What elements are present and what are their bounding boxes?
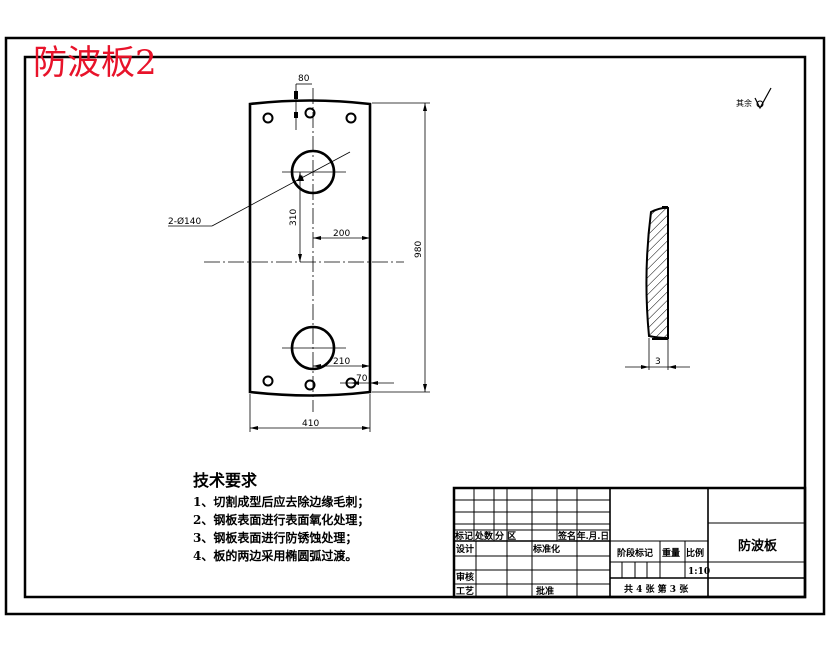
bolt-hole xyxy=(345,112,357,124)
dim-200-arrow-right-icon xyxy=(362,236,370,240)
inner-border xyxy=(23,55,807,599)
requirement-item: 1、切割成型后应去除边缘毛刺； xyxy=(193,494,369,509)
title-block xyxy=(452,486,807,599)
tb-approve: 批准 xyxy=(536,585,554,597)
dim-3-arrow-left-icon xyxy=(641,365,649,369)
hole-leader-line xyxy=(211,151,351,227)
tb-stage-mark: 阶段标记 xyxy=(617,547,653,559)
side-section-hatch xyxy=(645,206,669,340)
dim-80-arrow-block xyxy=(294,91,298,99)
title-block-frame xyxy=(452,486,807,599)
requirement-item: 4、板的两边采用椭圆弧过渡。 xyxy=(193,548,357,563)
plate-side-view: 3 xyxy=(625,206,690,370)
dim-210-arrow-right-icon xyxy=(362,364,370,368)
dim-310-label: 310 xyxy=(289,209,299,226)
roughness-circle-icon xyxy=(756,100,764,108)
dim-80-arrow-block-2 xyxy=(294,112,298,118)
tb-rev-sign: 签名 xyxy=(557,530,576,542)
tb-rev-mark: 标记 xyxy=(454,530,473,542)
dim-210-label: 210 xyxy=(333,357,350,367)
bolt-hole xyxy=(304,379,316,391)
dim-980-label: 980 xyxy=(414,241,424,258)
dim-980-arrow-bottom-icon xyxy=(423,384,427,392)
requirement-item: 3、钢板表面进行防锈蚀处理； xyxy=(193,530,357,545)
title-block-text: 标记 处数 分 区 签名 年.月.日 设计 标准化 审核 工艺 批准 阶段标记 … xyxy=(454,530,778,597)
technical-requirements: 技术要求 1、切割成型后应去除边缘毛刺； 2、钢板表面进行表面氧化处理； 3、钢… xyxy=(193,471,369,563)
tb-rev-zone: 分 区 xyxy=(495,530,516,542)
upper-large-hole xyxy=(290,149,336,195)
requirements-heading: 技术要求 xyxy=(193,471,258,490)
tb-design: 设计 xyxy=(456,543,474,555)
dim-310-arrow-bottom-icon xyxy=(298,254,302,262)
dim-80-label: 80 xyxy=(298,74,310,84)
plate-outline xyxy=(248,99,372,397)
requirement-item: 2、钢板表面进行表面氧化处理； xyxy=(193,512,369,527)
dim-410-arrow-left-icon xyxy=(250,426,258,430)
tb-sheet-info: 共 4 张 第 3 张 xyxy=(624,583,689,595)
drawing-title: 防波板2 xyxy=(33,43,157,83)
dim-70-arrow-right-icon xyxy=(370,381,378,385)
dim-980-arrow-top-icon xyxy=(423,103,427,111)
dim-310-arrow-top-icon xyxy=(298,172,302,180)
dim-200-label: 200 xyxy=(333,229,350,239)
surface-finish-note: 其余 xyxy=(736,87,772,110)
dim-70-arrow-left-icon xyxy=(351,381,359,385)
tb-review: 审核 xyxy=(456,571,474,583)
dim-210-arrow-left-icon xyxy=(313,364,321,368)
bolt-holes xyxy=(262,107,357,391)
tb-rev-date: 年.月.日 xyxy=(577,530,609,542)
tb-weight: 重量 xyxy=(662,547,680,559)
lower-large-hole xyxy=(290,325,336,371)
plate-front-view: 80 2-Ø140 310 200 980 210 70 xyxy=(168,74,430,432)
tb-process: 工艺 xyxy=(456,585,474,597)
dim-70-label: 70 xyxy=(356,374,368,384)
hole-spec-label: 2-Ø140 xyxy=(168,216,202,227)
tb-scale: 1:10 xyxy=(688,567,710,577)
outer-border xyxy=(4,36,826,616)
roughness-symbol-icon xyxy=(754,87,772,110)
tb-rev-count: 处数 xyxy=(474,530,494,542)
surface-note-label: 其余 xyxy=(736,98,752,108)
dim-410-arrow-right-icon xyxy=(362,426,370,430)
bolt-hole xyxy=(262,375,274,387)
dim-3-label: 3 xyxy=(655,357,661,367)
bolt-hole xyxy=(262,112,274,124)
tb-scale-label: 比例 xyxy=(686,547,704,559)
dim-410-label: 410 xyxy=(302,419,319,429)
tb-part-name: 防波板 xyxy=(738,538,778,554)
dim-3-arrow-right-icon xyxy=(668,365,676,369)
dim-200-arrow-left-icon xyxy=(313,236,321,240)
tb-standardize: 标准化 xyxy=(532,543,560,555)
bolt-hole xyxy=(304,107,316,119)
